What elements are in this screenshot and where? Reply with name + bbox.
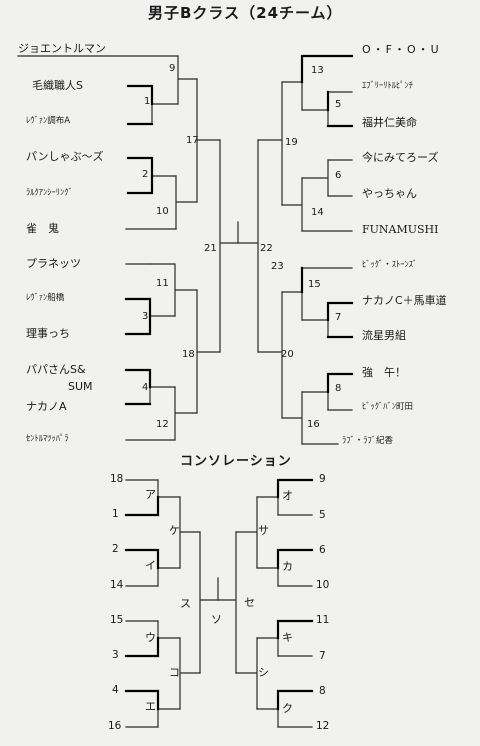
- seed-number: 1: [112, 508, 119, 520]
- team-name: ﾚｳﾞｧﾝ船橋: [26, 293, 65, 303]
- match-number: 8: [335, 383, 342, 394]
- page-title: 男子Bクラス（24チーム）: [148, 4, 343, 22]
- match-label: カ: [282, 560, 293, 573]
- team-name: ﾋﾞｯｸﾞ・ｽﾄｰﾝｽﾞ: [362, 260, 418, 270]
- match-number: 1: [144, 96, 151, 107]
- match-number: 10: [156, 206, 169, 217]
- seed-number: 3: [112, 649, 119, 661]
- team-name: ナカノC＋馬車道: [362, 294, 447, 307]
- match-label: セ: [244, 596, 255, 609]
- team-name: プラネッツ: [26, 257, 81, 270]
- seed-number: 7: [319, 650, 326, 662]
- match-label: エ: [145, 700, 156, 713]
- team-name: ｾﾝﾄﾙﾏﾂｯﾊﾟﾗ: [26, 434, 69, 444]
- seed-number: 2: [112, 543, 119, 555]
- team-name: ﾋﾞｯｸﾞﾊﾞﾝ町田: [362, 402, 414, 412]
- team-name: 毛織職人S: [32, 79, 83, 92]
- match-number: 3: [142, 311, 149, 322]
- team-name: ﾗﾙｸｱﾝｼｰﾘﾝｸﾞ: [26, 188, 73, 198]
- team-name: パパさんS&: [26, 363, 86, 376]
- match-number: 9: [169, 63, 176, 74]
- match-number: 12: [156, 419, 169, 430]
- team-name: ﾚｳﾞｧﾝ調布A: [26, 116, 71, 126]
- team-name: SUM: [68, 380, 93, 393]
- team-name: 福井仁美命: [362, 116, 417, 129]
- match-number: 18: [182, 349, 195, 360]
- match-label: ウ: [145, 631, 156, 644]
- seed-number: 6: [319, 544, 326, 556]
- match-label: オ: [282, 489, 293, 502]
- match-label: ク: [282, 702, 293, 715]
- match-number: 19: [285, 137, 298, 148]
- match-number: 22: [260, 243, 273, 254]
- match-number: 5: [335, 99, 342, 110]
- match-number: 21: [204, 243, 217, 254]
- match-label: イ: [145, 559, 156, 572]
- match-label: コ: [169, 666, 180, 679]
- seed-number: 9: [319, 473, 326, 485]
- seed-number: 14: [110, 579, 124, 591]
- team-name: パンしゃぶ～ズ: [26, 150, 104, 163]
- consolation-title: コンソレーション: [180, 454, 292, 469]
- match-number: 13: [311, 65, 324, 76]
- match-label: キ: [282, 631, 293, 644]
- seed-number: 11: [316, 614, 330, 626]
- match-label: ソ: [211, 613, 222, 626]
- match-number: 16: [307, 419, 320, 430]
- seed-number: 8: [319, 685, 326, 697]
- match-number: 15: [308, 279, 321, 290]
- match-number: 20: [281, 349, 294, 360]
- match-number: 7: [335, 312, 342, 323]
- match-number: 2: [142, 169, 149, 180]
- match-number: 11: [156, 278, 169, 289]
- match-label: ア: [145, 488, 156, 501]
- team-name: 強 午！: [362, 366, 406, 379]
- match-number: 14: [311, 207, 324, 218]
- team-name: やっちゃん: [362, 187, 417, 200]
- match-label: ケ: [169, 524, 180, 537]
- seed-number: 4: [112, 684, 119, 696]
- match-label: ス: [180, 597, 191, 610]
- team-name: ナカノA: [26, 400, 67, 413]
- team-name: 流星男組: [362, 329, 406, 342]
- seed-number: 5: [319, 509, 326, 521]
- match-number: 23: [271, 261, 284, 272]
- match-label: サ: [258, 524, 269, 537]
- team-name: O・F・O・U: [362, 43, 441, 56]
- team-name: FUNAMUSHI: [362, 223, 439, 236]
- seed-number: 10: [316, 579, 330, 591]
- team-name: ジョエントルマン: [18, 42, 106, 55]
- seed-number: 18: [110, 473, 124, 485]
- team-name: 理事っち: [26, 327, 70, 340]
- team-name: 雀 鬼: [26, 222, 59, 235]
- seed-number: 12: [316, 720, 330, 732]
- team-name: 今にみてろーズ: [362, 151, 439, 164]
- match-number: 17: [186, 135, 199, 146]
- seed-number: 16: [108, 720, 122, 732]
- match-number: 4: [142, 382, 149, 393]
- team-name: ﾗﾌﾞ・ﾗﾌﾞ紀香: [342, 436, 394, 446]
- match-label: シ: [258, 666, 269, 679]
- team-name: ｴﾌﾞﾘｰﾘﾄﾙﾋﾟﾝﾁ: [362, 81, 414, 91]
- match-number: 6: [335, 170, 342, 181]
- seed-number: 15: [110, 614, 124, 626]
